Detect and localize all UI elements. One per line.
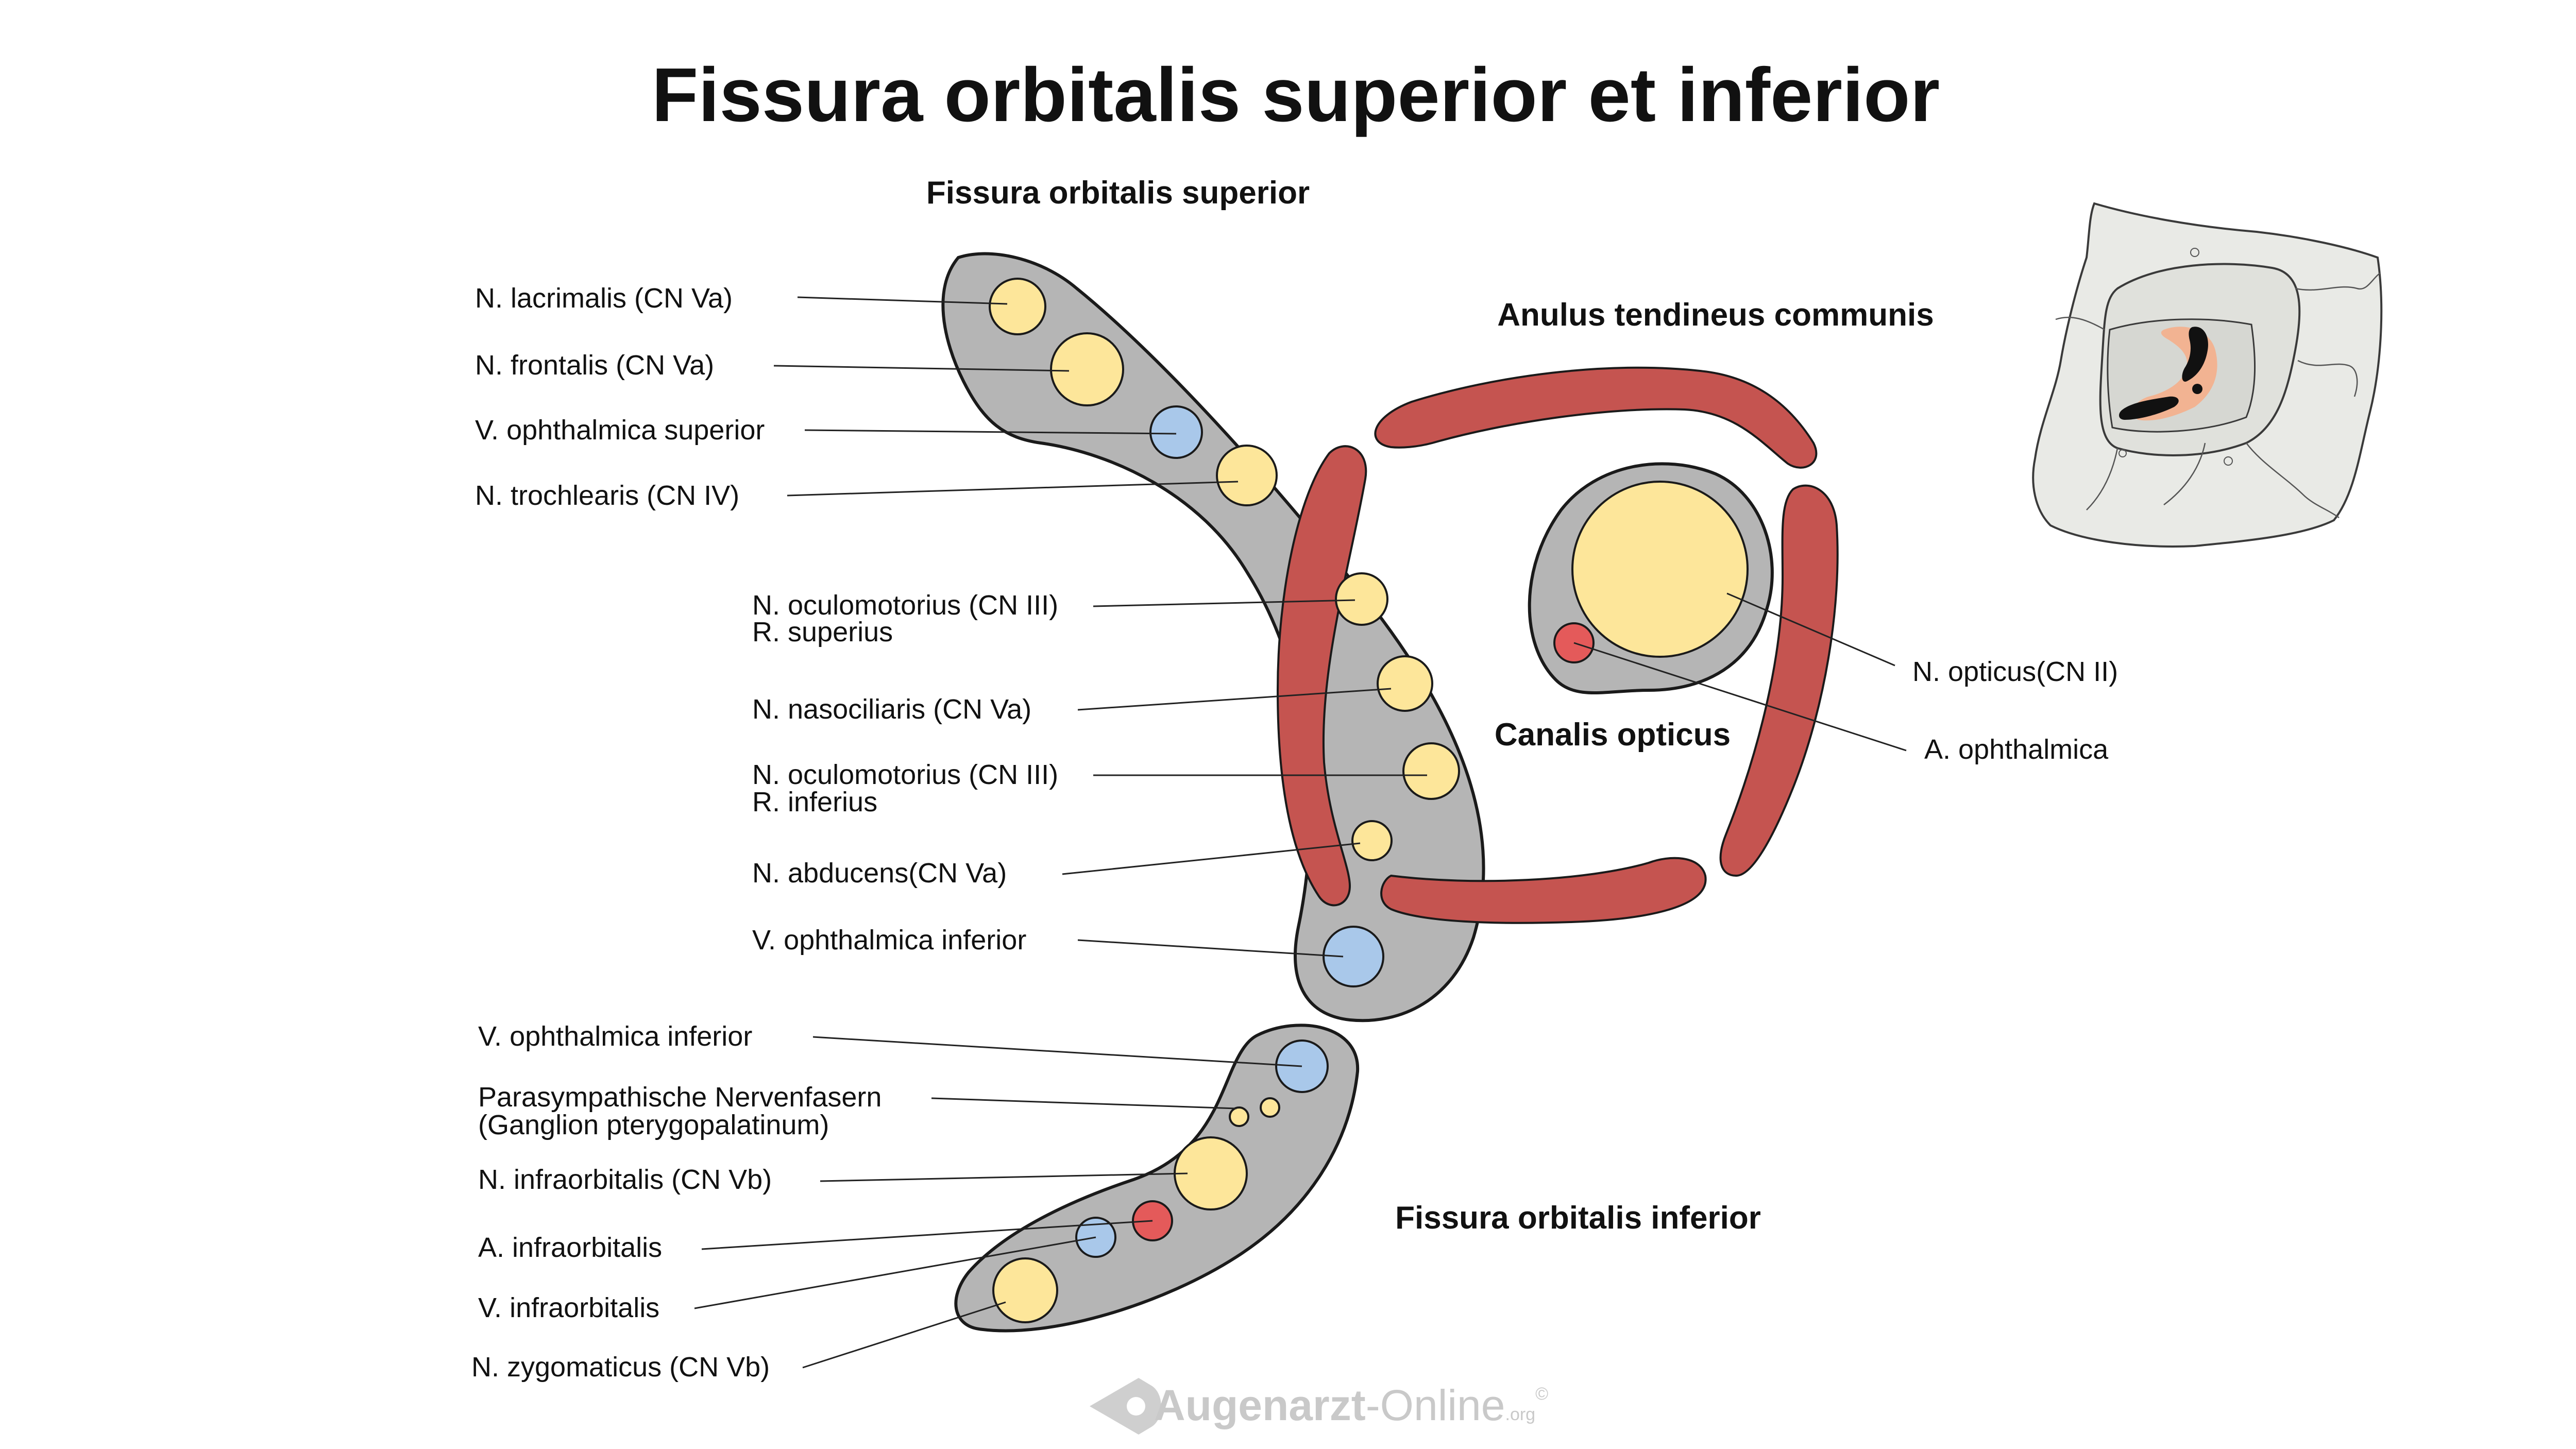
label-frontalis: N. frontalis (CN Va): [475, 350, 714, 381]
brand-eye-pupil: [1127, 1397, 1145, 1416]
tendon-top: [1374, 366, 1818, 469]
brand-suffix: .org: [1505, 1405, 1536, 1424]
suture-lines: [2055, 272, 2381, 519]
leader-lines: [694, 296, 1907, 1369]
foramen-dot-1: [2190, 248, 2199, 257]
brand-copyright: ©: [1535, 1384, 1548, 1404]
page-title: Fissura orbitalis superior et inferior: [652, 53, 1940, 138]
label-oculomotorius-sup-2: R. superius: [752, 617, 893, 647]
tendon-bottom: [1380, 857, 1707, 924]
label-opticus: N. opticus(CN II): [1912, 656, 2118, 687]
lacrimalis-circle: [989, 278, 1046, 335]
label-oculomotorius-inf-1: N. oculomotorius (CN III): [752, 759, 1058, 790]
nasociliaris-circle: [1377, 655, 1433, 712]
fissure-dark-superior: [2182, 327, 2208, 382]
label-oculomotorius-sup-1: N. oculomotorius (CN III): [752, 590, 1058, 621]
label-v-ophth-inf-upper: V. ophthalmica inferior: [752, 925, 1026, 956]
trochlearis-circle: [1216, 445, 1278, 506]
tendon-left: [1276, 445, 1367, 907]
label-nasociliaris: N. nasociliaris (CN Va): [752, 694, 1031, 725]
canalis-heading: Canalis opticus: [1495, 717, 1731, 753]
label-v-ophth-inf-lower: V. ophthalmica inferior: [478, 1021, 752, 1052]
v-ophth-inf-upper-circle: [1323, 926, 1384, 987]
skull-inset: [2032, 202, 2383, 548]
label-abducens: N. abducens(CN Va): [752, 858, 1007, 889]
brand-name-bold: Augenarzt: [1154, 1381, 1366, 1429]
fissure-dark-inferior: [2119, 396, 2179, 420]
fissura-inferior-shape: [954, 1024, 1360, 1333]
oculomotorius-inf-circle: [1402, 742, 1460, 800]
abducens-circle: [1351, 820, 1393, 861]
label-a-ophthalmica: A. ophthalmica: [1924, 734, 2109, 765]
foramen-dot-2: [2224, 456, 2233, 466]
frontalis-circle: [1050, 332, 1124, 406]
v-ophth-sup-circle: [1149, 405, 1203, 459]
label-trochlearis: N. trochlearis (CN IV): [475, 480, 739, 511]
label-parasymp-2: (Ganglion pterygopalatinum): [478, 1110, 829, 1140]
label-v-ophth-sup: V. ophthalmica superior: [475, 415, 765, 446]
parasymp-circle-1: [1260, 1097, 1280, 1118]
parasymp-circle-2: [1229, 1106, 1249, 1127]
label-zygomaticus: N. zygomaticus (CN Vb): [471, 1352, 770, 1383]
brand-name-rest: -Online: [1366, 1381, 1505, 1429]
anulus-heading: Anulus tendineus communis: [1497, 297, 1934, 333]
brand-logo-text: Augenarzt-Online.org©: [1154, 1381, 1548, 1429]
optic-canal-dot: [2192, 384, 2202, 394]
superior-heading: Fissura orbitalis superior: [926, 175, 1310, 211]
label-lacrimalis: N. lacrimalis (CN Va): [475, 283, 733, 314]
inferior-heading: Fissura orbitalis inferior: [1395, 1200, 1761, 1236]
zygomaticus-circle: [992, 1257, 1058, 1323]
oculomotorius-sup-circle: [1335, 572, 1388, 626]
label-v-infraorbitalis: V. infraorbitalis: [478, 1292, 659, 1323]
optic-nerve-circle: [1571, 481, 1749, 658]
label-oculomotorius-inf-2: R. inferius: [752, 787, 877, 817]
brand-eye-icon: [1090, 1378, 1161, 1435]
label-parasymp-1: Parasympathische Nervenfasern: [478, 1082, 882, 1113]
fissura-superior-shape: [941, 252, 1485, 1022]
label-n-infraorbitalis: N. infraorbitalis (CN Vb): [478, 1164, 772, 1195]
brand-watermark: Augenarzt-Online.org©: [1090, 1378, 1548, 1435]
foramen-dot-3: [2119, 449, 2127, 457]
tendon-right: [1719, 484, 1839, 877]
label-a-infraorbitalis: A. infraorbitalis: [478, 1232, 662, 1263]
